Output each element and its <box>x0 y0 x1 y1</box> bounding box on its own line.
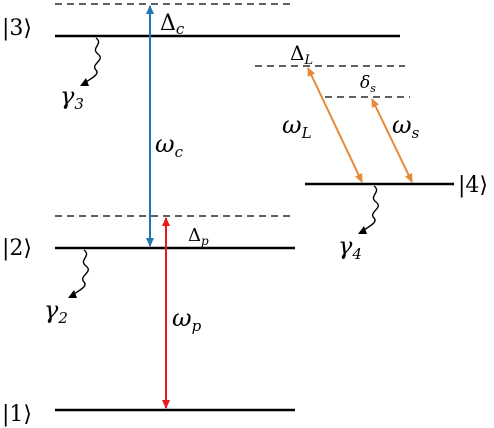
label-delta-l: ΔL <box>290 41 313 68</box>
arrow-omega-s <box>371 98 413 183</box>
ket-label-4: |4⟩ <box>458 173 488 198</box>
label-gamma-4: γ4 <box>338 232 362 263</box>
decay-wiggle-4 <box>363 185 379 231</box>
label-delta-c: Δc <box>160 11 185 38</box>
arrow-omega-l <box>307 67 363 183</box>
label-omega-c: ωc <box>155 130 184 161</box>
ket-label-1: |1⟩ <box>2 402 32 427</box>
ket-label-2: |2⟩ <box>2 236 32 261</box>
label-omega-l: ωL <box>282 111 312 142</box>
label-delta-s: δs <box>360 73 376 95</box>
decay-arrowhead-3 <box>80 78 89 86</box>
label-gamma-2: γ2 <box>44 296 68 327</box>
label-omega-s: ωs <box>392 111 420 142</box>
decay-wiggle-2 <box>73 249 89 295</box>
decay-wiggle-3 <box>85 37 101 83</box>
decay-arrowhead-4 <box>358 226 367 234</box>
ket-label-3: |3⟩ <box>2 16 32 41</box>
decay-arrowhead-2 <box>68 290 77 298</box>
label-delta-p: Δp <box>188 225 209 248</box>
label-gamma-3: γ3 <box>60 82 84 113</box>
label-omega-p: ωp <box>172 304 202 335</box>
